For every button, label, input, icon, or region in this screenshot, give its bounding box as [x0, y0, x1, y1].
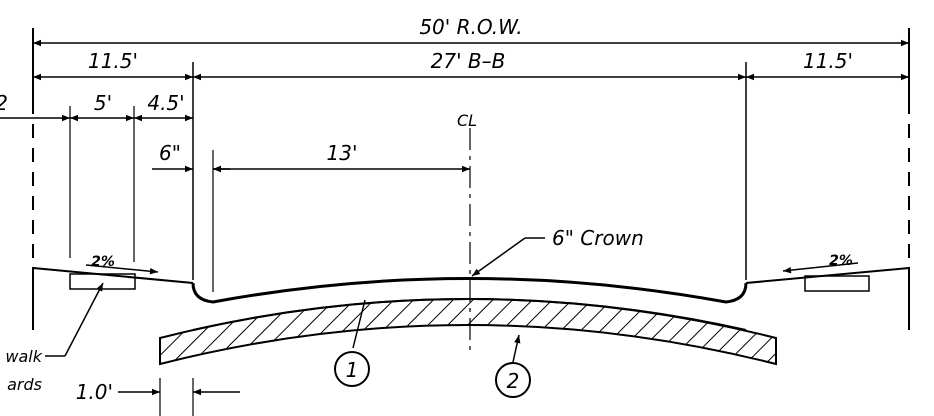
- sidewalk-dimension-label: 5': [94, 91, 112, 115]
- gap-dimension-label: 4.5': [147, 91, 184, 115]
- crown-leader: [471, 237, 526, 277]
- base-course-hatched: [159, 298, 777, 366]
- right-slope-label: 2%: [829, 253, 853, 269]
- left-slope-label: 2%: [91, 254, 115, 270]
- half-width-label: 13': [327, 141, 358, 165]
- right-parkway-label: 11.5': [803, 49, 853, 73]
- left-parkway-ground: [32, 266, 194, 330]
- left-parkway-label: 11.5': [88, 49, 138, 73]
- depth-label: 1.0': [76, 380, 113, 404]
- callout-1-leader: [352, 299, 366, 349]
- curb-dimension-label: 6": [159, 141, 181, 165]
- callout-2-leader: [512, 334, 521, 363]
- callout-1-circle: [334, 351, 370, 387]
- right-parkway-ground: [745, 266, 910, 330]
- sidewalk-note-line2: ards: [7, 375, 42, 394]
- pavement-surface: [191, 277, 748, 304]
- crown-label: 6" Crown: [552, 226, 644, 250]
- pavement-bottom: [192, 298, 747, 331]
- callout-1-label: 1: [346, 358, 359, 382]
- right-sidewalk: [804, 275, 870, 292]
- callout-2-circle: [495, 362, 531, 398]
- bb-dimension-label: 27' B–B: [431, 49, 506, 73]
- left-slope-arrow: [85, 264, 159, 275]
- right-slope-arrow: [782, 262, 859, 274]
- sidewalk-leader: [64, 282, 104, 357]
- left-clip-label: 2: [0, 91, 8, 115]
- row-dimension-label: 50' R.O.W.: [419, 15, 522, 39]
- centerline-label: CL: [457, 111, 477, 130]
- callout-2-label: 2: [507, 369, 520, 393]
- sidewalk-note-line1: walk: [5, 347, 42, 366]
